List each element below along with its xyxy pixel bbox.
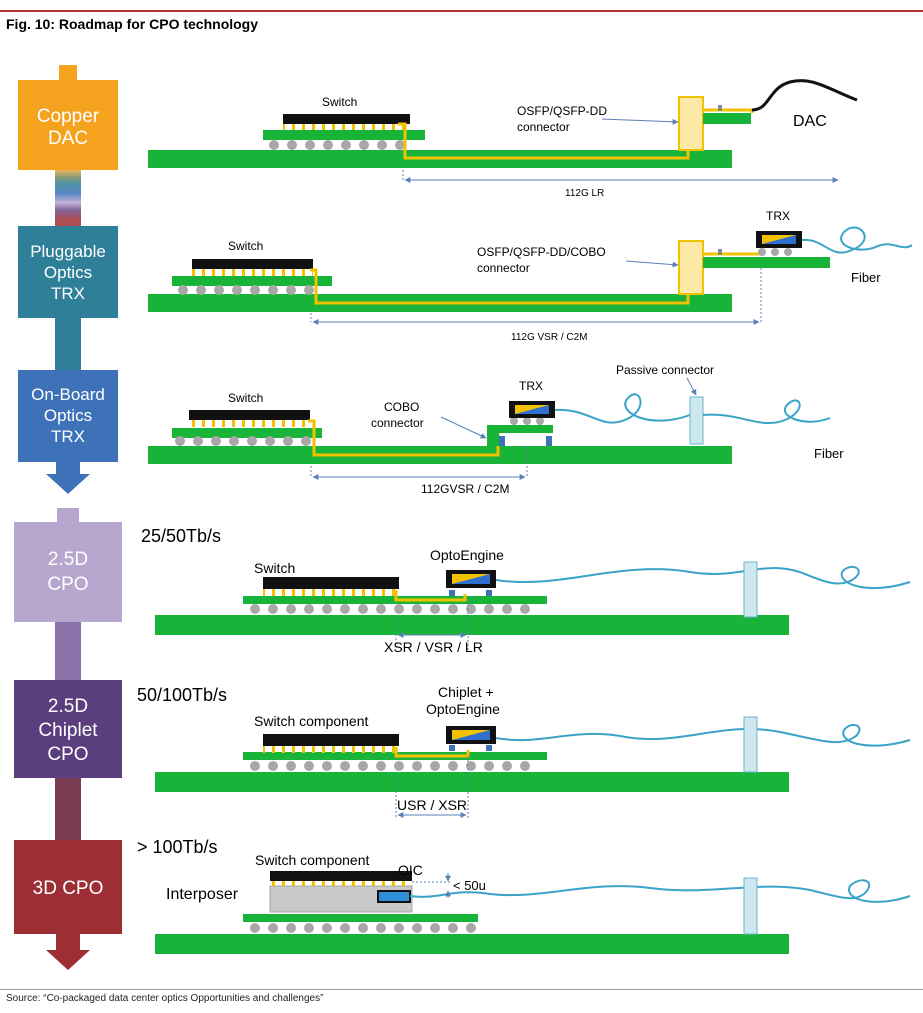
trx-label: TRX: [519, 379, 543, 393]
osfp-cobo-connector-label-2: connector: [477, 261, 530, 275]
module-board: [703, 257, 830, 268]
flow-arrow-1: [46, 474, 90, 494]
stage-3d-line1: 3D CPO: [33, 878, 104, 899]
switch-chip: [189, 410, 310, 420]
stage-onboard-line2: Optics: [44, 406, 92, 425]
stage-2-5d-chiplet-cpo: 2.5D Chiplet CPO: [14, 680, 122, 778]
osfp-connector-label-2: connector: [517, 120, 570, 134]
switch-chip: [263, 577, 399, 589]
trx-label: TRX: [766, 209, 790, 223]
oic-chip: [377, 890, 411, 903]
stage-25d-line1: 2.5D: [48, 549, 88, 570]
interposer-label: Interposer: [166, 886, 239, 903]
oic-label: OIC: [398, 862, 423, 878]
switch-label: Switch: [322, 95, 357, 109]
stage-3d-cpo: 3D CPO: [14, 840, 122, 934]
solder-balls: [269, 140, 405, 150]
stage-2-5d-cpo: 2.5D CPO: [14, 522, 122, 622]
row-2-5d-chiplet-cpo: 50/100Tb/s Switch component Chiplet + Op…: [137, 684, 911, 818]
stage-pluggable-line2: Optics: [44, 263, 92, 282]
fiber: [554, 393, 691, 424]
row-on-board-optics: Switch TRX COBO connector Passive connec…: [148, 363, 844, 496]
fiber: [801, 226, 913, 254]
fiber-label: Fiber: [851, 270, 881, 285]
flow-arrow-2: [46, 950, 90, 970]
host-board: [155, 772, 789, 792]
host-board: [155, 615, 789, 635]
reach-label-2: 112G VSR / C2M: [511, 332, 588, 343]
row-pluggable-optics: Switch TRX OSFP/QSFP-DD/COBO connector F…: [148, 209, 913, 343]
dac-label: DAC: [793, 113, 827, 130]
row-2-5d-cpo: 25/50Tb/s Switch OptoEngine XSR / VSR / …: [141, 526, 911, 655]
reach-label-4: XSR / VSR / LR: [384, 639, 483, 655]
row-copper-dac: Switch OSFP/QSFP-DD connector DAC 112G L…: [148, 79, 858, 199]
optoengine-label: OptoEngine: [430, 547, 504, 563]
osfp-connector: [678, 96, 704, 151]
passive-connector-label: Passive connector: [616, 363, 714, 377]
cobo-label: COBO: [384, 400, 419, 414]
stage-chiplet-line3: CPO: [47, 744, 88, 765]
reach-label-3: 112GVSR / C2M: [421, 482, 509, 496]
switch-chip: [263, 734, 399, 746]
bandwidth-label-5: 50/100Tb/s: [137, 685, 227, 705]
package-substrate: [243, 914, 478, 922]
fiber: [409, 879, 911, 903]
switch-label: Switch: [228, 391, 263, 405]
chiplet-label: Chiplet +: [438, 684, 494, 700]
solder-balls: [250, 761, 530, 771]
stage-chiplet-line1: 2.5D: [48, 696, 88, 717]
passive-connector: [743, 877, 758, 935]
stage-25d-line2: CPO: [47, 574, 88, 595]
row-3d-cpo: > 100Tb/s Switch component Interposer OI…: [137, 837, 911, 954]
stage-copper-dac: Copper DAC: [18, 80, 118, 170]
obo-board: [487, 425, 553, 433]
figure-title: Fig. 10: Roadmap for CPO technology: [6, 16, 259, 32]
stage-onboard-line3: TRX: [51, 427, 85, 446]
stage-pluggable-line1: Pluggable: [30, 242, 106, 261]
dac-cable: [751, 79, 858, 112]
switch-label: Switch: [254, 560, 295, 576]
cobo-pluggable-connector: [678, 240, 704, 295]
cobo-label-2: connector: [371, 416, 424, 430]
host-board: [155, 934, 789, 954]
solder-balls: [250, 923, 476, 933]
switch-substrate: [263, 130, 425, 140]
chiplet-optoengine-label: OptoEngine: [426, 701, 500, 717]
footer-rule: [0, 989, 923, 990]
switch-chip: [192, 259, 313, 269]
solder-balls: [175, 436, 311, 446]
fiber-label: Fiber: [814, 446, 844, 461]
gap-label: < 50u: [453, 878, 486, 893]
dac-paddle: [703, 113, 751, 124]
switch-chip: [270, 871, 412, 881]
passive-connector: [743, 716, 758, 773]
reach-label-1: 112G LR: [565, 188, 604, 199]
stage-chiplet-line2: Chiplet: [38, 720, 98, 741]
title-rule: [0, 10, 923, 12]
osfp-connector-label: OSFP/QSFP-DD: [517, 104, 607, 118]
bandwidth-label-6: > 100Tb/s: [137, 837, 218, 857]
stage-copper-dac-line2: DAC: [48, 128, 88, 149]
switch-label: Switch: [228, 239, 263, 253]
source-note: Source: “Co-packaged data center optics …: [6, 993, 324, 1004]
solder-balls: [178, 285, 314, 295]
stage-on-board-optics: On-Board Optics TRX: [18, 370, 118, 462]
switch-component-label: Switch component: [254, 713, 369, 729]
switch-chip: [283, 114, 410, 124]
stage-onboard-line1: On-Board: [31, 385, 105, 404]
fiber: [495, 723, 911, 747]
reach-label-5: USR / XSR: [397, 797, 467, 813]
passive-connector: [743, 561, 758, 618]
switch-component-label: Switch component: [255, 852, 370, 868]
bandwidth-label-4: 25/50Tb/s: [141, 526, 221, 546]
fiber: [495, 565, 911, 590]
solder-balls: [250, 604, 530, 614]
stage-pluggable-line3: TRX: [51, 284, 85, 303]
stage-pluggable-optics: Pluggable Optics TRX: [18, 226, 118, 318]
stage-copper-dac-line1: Copper: [37, 106, 100, 127]
stage-flow: [46, 65, 90, 970]
passive-connector: [689, 396, 704, 445]
osfp-cobo-connector-label: OSFP/QSFP-DD/COBO: [477, 245, 606, 259]
